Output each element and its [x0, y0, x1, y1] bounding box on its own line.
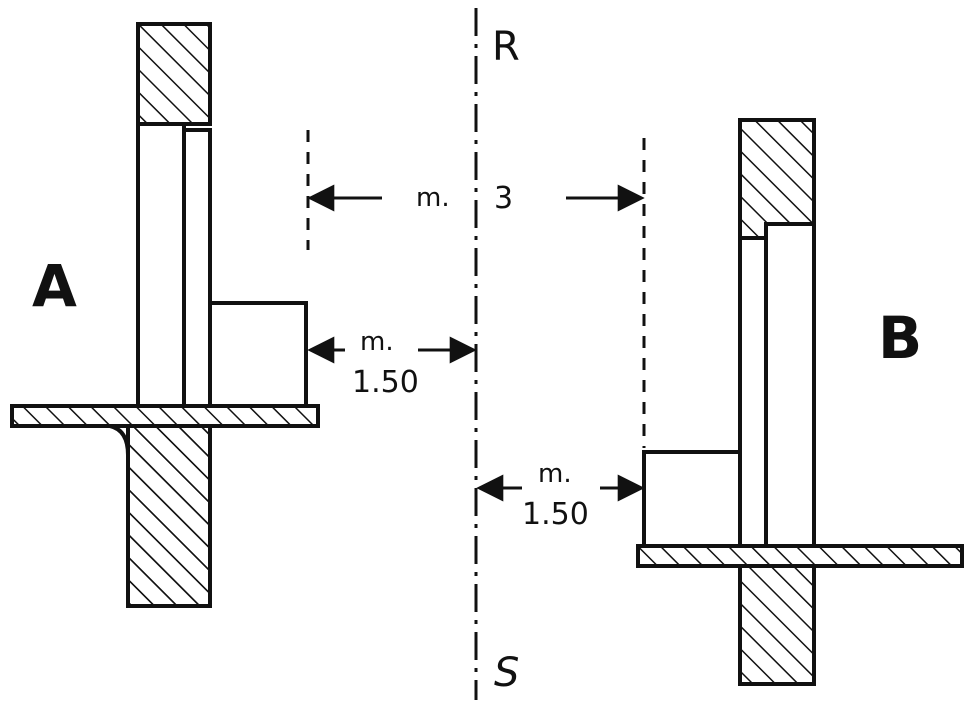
building-b [636, 118, 964, 686]
building-b-lower-wall [738, 564, 816, 686]
total-dimension-value: 3 [494, 181, 513, 216]
building-a-window-frame-inner [182, 128, 212, 408]
left-offset-unit: m. [360, 327, 394, 357]
building-b-window-frame-inner [738, 236, 768, 548]
building-a-balcony [208, 301, 308, 408]
label-side-a: A [32, 252, 77, 320]
building-b-floor-slab [636, 544, 964, 568]
total-dimension-unit: m. [416, 183, 450, 213]
building-a-window-frame [136, 122, 186, 408]
building-a-floor-slab [10, 404, 320, 428]
label-axis-bottom: S [494, 650, 519, 696]
label-side-b: B [878, 304, 922, 372]
building-b-upper-wall [738, 118, 816, 240]
building-b-balcony [642, 450, 742, 548]
building-a [10, 22, 320, 608]
building-a-upper-wall [136, 22, 212, 126]
label-axis-top: R [492, 24, 520, 70]
left-offset-value: 1.50 [352, 365, 419, 400]
building-b-window-frame [764, 222, 816, 548]
right-offset-value: 1.50 [522, 497, 589, 532]
right-offset-unit: m. [538, 459, 572, 489]
